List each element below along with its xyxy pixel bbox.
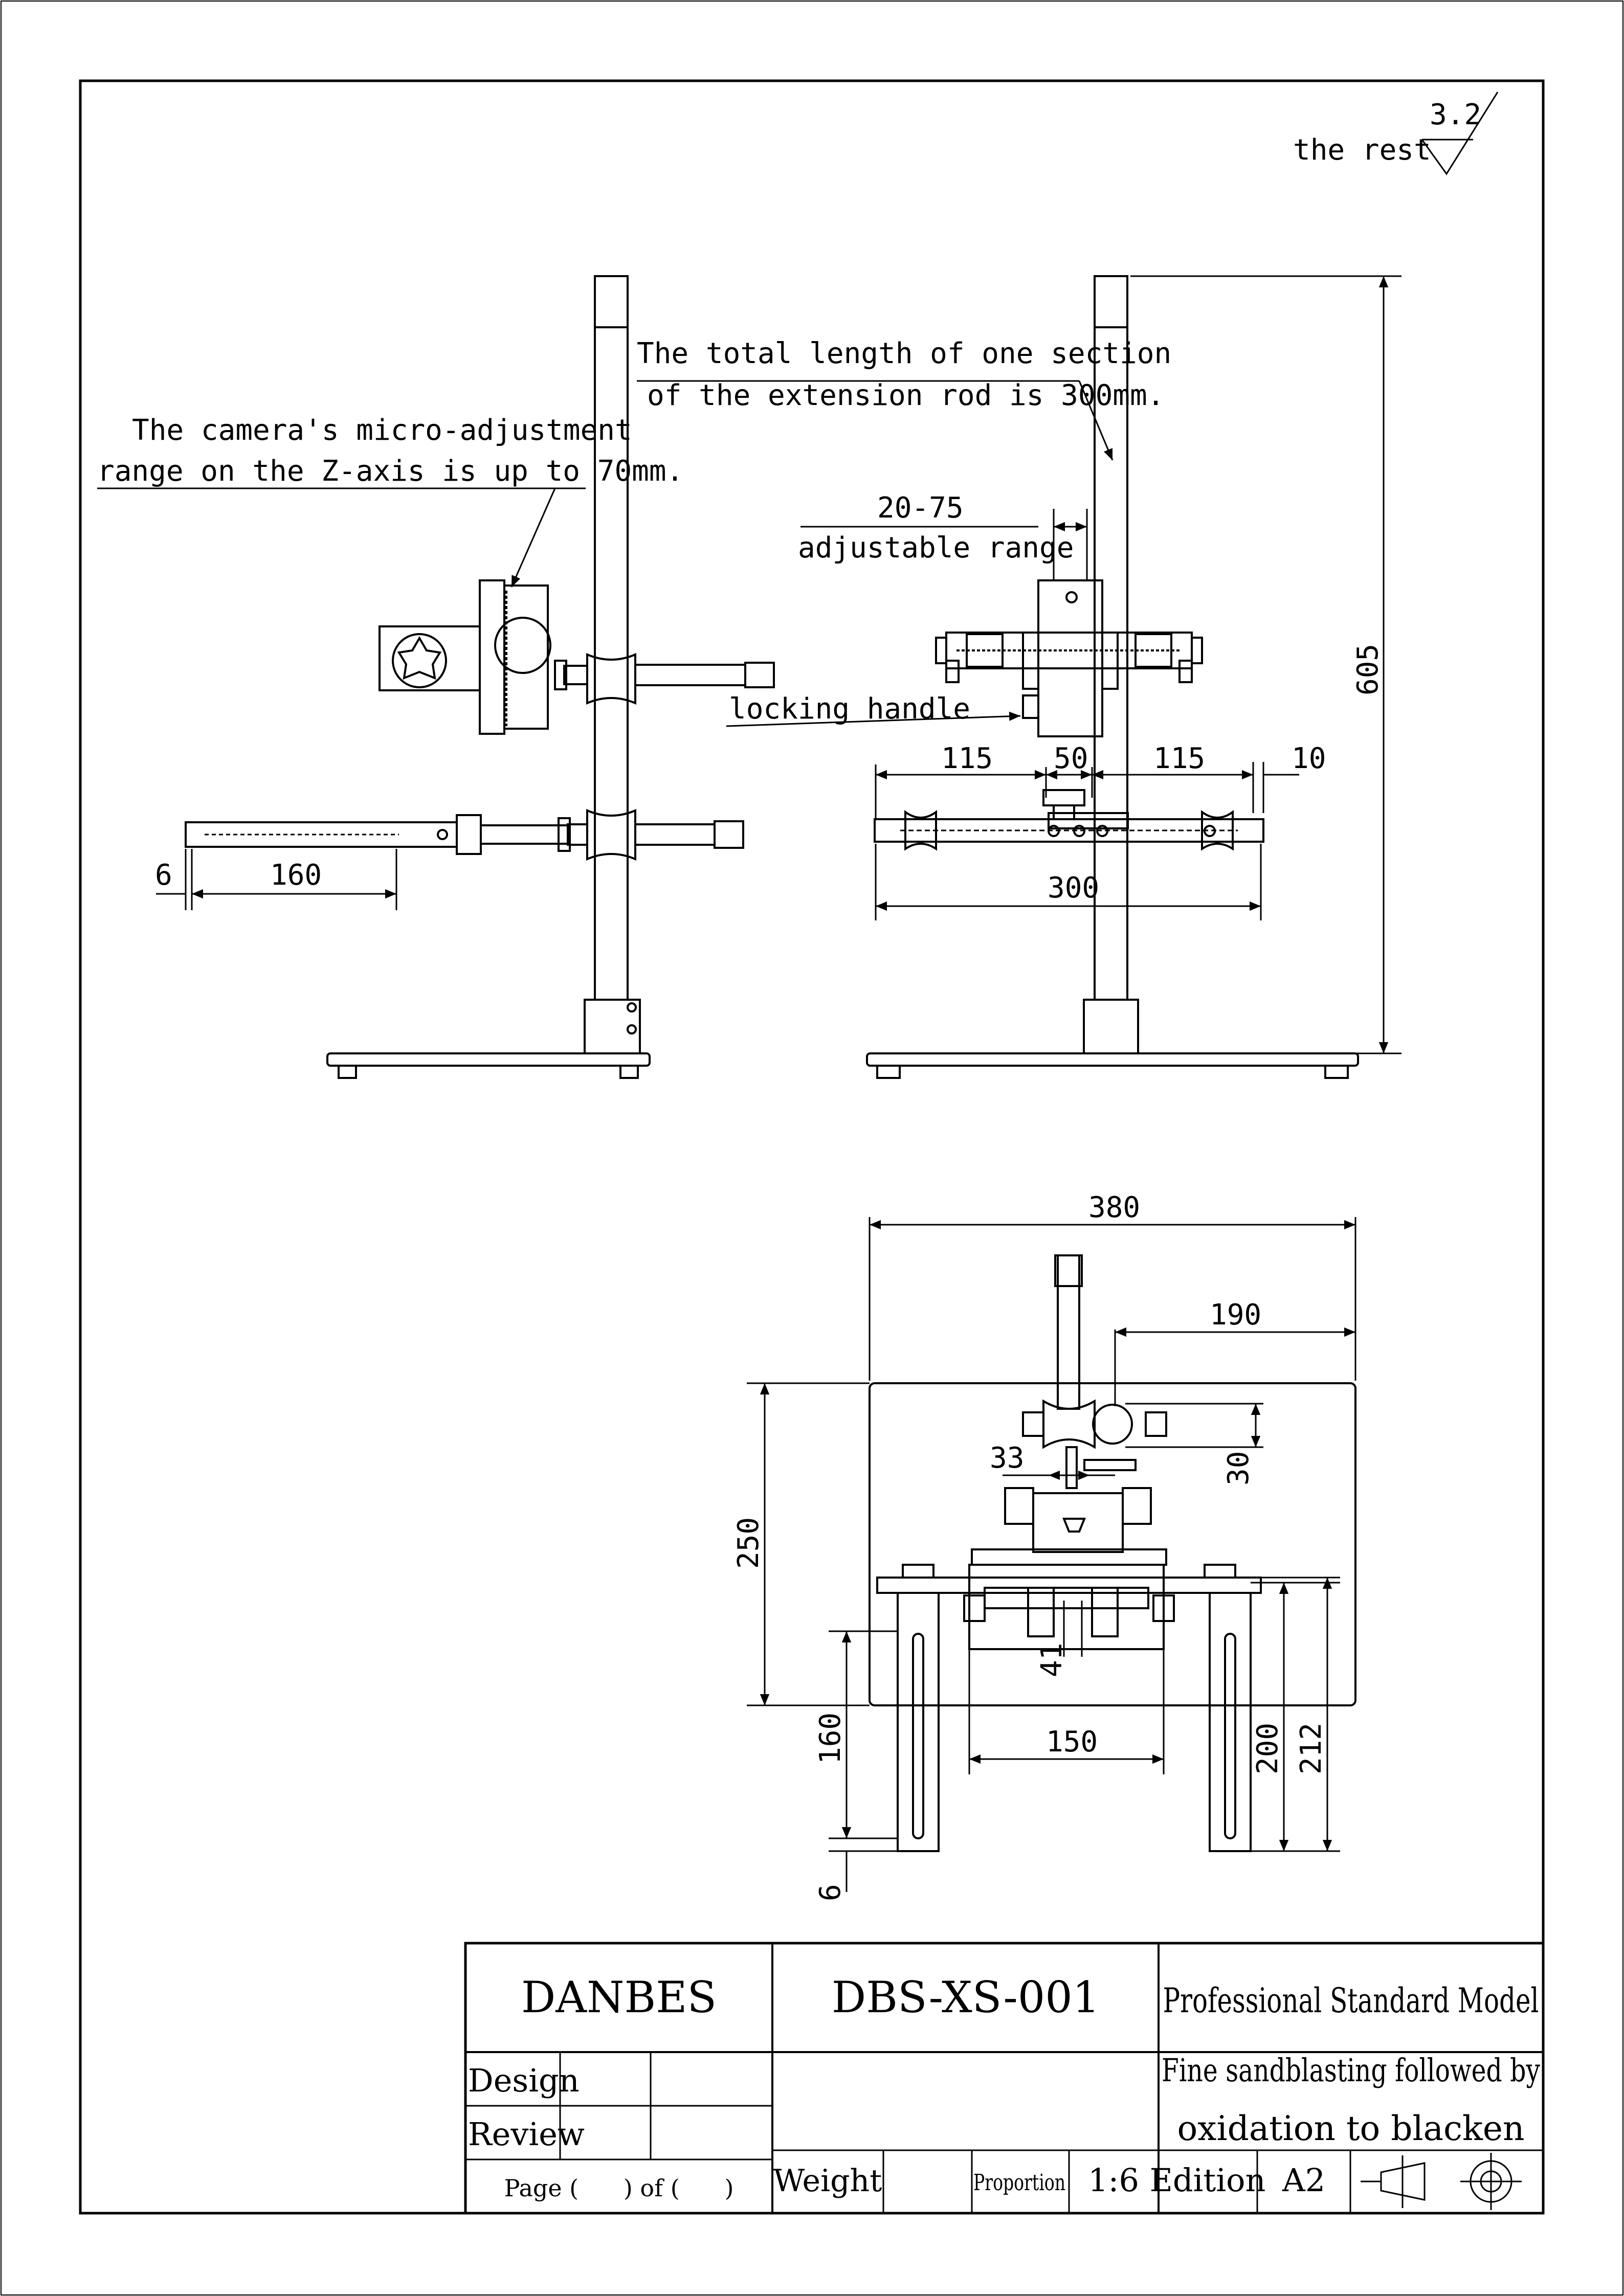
side-lower-cross-clamp: [586, 808, 636, 861]
side-column: [594, 275, 629, 1001]
finish-line2: oxidation to blacken: [1177, 2109, 1525, 2148]
side-base-plate: [326, 1052, 651, 1067]
top-column: [1057, 1254, 1080, 1410]
dim-top-190: 190: [1210, 1298, 1261, 1332]
front-column-holder: [1083, 999, 1139, 1054]
design-label: Design: [468, 2062, 580, 2099]
side-focus-knob: [494, 617, 551, 674]
side-base-foot-left: [338, 1065, 357, 1079]
roughness-value: 3.2: [1430, 98, 1481, 131]
company-name: DANBES: [521, 1972, 717, 2022]
page-label: Page ( ) of ( ): [504, 2174, 734, 2202]
front-z-head: [1037, 579, 1103, 737]
side-camera-ring-holder: [379, 625, 481, 691]
front-view: [866, 275, 1359, 1079]
dim-top-380: 380: [1088, 1191, 1140, 1224]
dim-top-41: 41: [1035, 1643, 1069, 1677]
dim-front-10: 10: [1292, 742, 1326, 775]
top-annotations: [747, 1217, 1356, 1892]
dim-top-160: 160: [814, 1713, 847, 1764]
top-cross-bar: [876, 1577, 1262, 1594]
dim-top-150: 150: [1046, 1725, 1098, 1759]
front-column: [1094, 275, 1128, 1001]
top-slide-right: [1209, 1592, 1252, 1852]
first-angle-projection-icon: [1361, 2153, 1522, 2210]
edition-label: Edition: [1150, 2162, 1266, 2199]
side-column-holder: [584, 999, 641, 1054]
dim-top-33: 33: [990, 1442, 1024, 1475]
dim-top-200: 200: [1251, 1723, 1284, 1774]
side-annotations: [97, 487, 586, 910]
proportion-label: Proportion: [973, 2170, 1065, 2196]
dim-top-6: 6: [814, 1884, 847, 1901]
side-view: [185, 275, 775, 1079]
front-base-plate: [866, 1052, 1359, 1067]
front-annotations: [637, 275, 1401, 1054]
extension-rod-note-line2: of the extension rod is 300mm.: [647, 379, 1164, 412]
dim-side-6: 6: [155, 859, 172, 892]
extension-rod-note-line1: The total length of one section: [637, 337, 1171, 370]
side-upper-cross-clamp: [586, 652, 636, 705]
camera-z-note-line2: range on the Z-axis is up to 70mm.: [97, 455, 683, 488]
finish-line1: Fine sandblasting followed by: [1162, 2052, 1540, 2089]
roughness-symbol: 3.2 the rest: [1293, 92, 1499, 175]
edition-value: A2: [1282, 2162, 1325, 2199]
title-block: [464, 1942, 1545, 2215]
camera-z-note-line1: The camera's micro-adjustment: [132, 414, 632, 447]
dim-top-30: 30: [1222, 1451, 1255, 1485]
weight-label: Weight: [773, 2163, 882, 2199]
roughness-label: the rest: [1293, 133, 1431, 167]
dim-front-50: 50: [1054, 742, 1088, 775]
dim-front-605: 605: [1351, 644, 1385, 695]
model-name: Professional Standard Model: [1163, 1981, 1539, 2020]
model-code: DBS-XS-001: [832, 1972, 1100, 2022]
side-camera-bracket: [479, 579, 505, 735]
top-slide-left: [897, 1592, 940, 1852]
adjustable-range-value: 20-75: [877, 491, 964, 525]
top-upper-cross-clamp: [1042, 1399, 1096, 1449]
dim-front-115-left: 115: [941, 742, 993, 775]
side-slide-bar: [185, 821, 458, 848]
side-base-foot-right: [619, 1065, 639, 1079]
dim-front-115-right: 115: [1153, 742, 1205, 775]
dim-top-212: 212: [1295, 1723, 1328, 1774]
proportion-value: 1:6: [1088, 2162, 1139, 2199]
dim-front-300: 300: [1048, 871, 1099, 905]
top-base-plate: [869, 1382, 1356, 1706]
dim-side-160: 160: [270, 859, 322, 892]
adjustable-range-label: adjustable range: [798, 531, 1074, 565]
locking-handle-label: locking handle: [729, 692, 970, 726]
top-view: [869, 1254, 1356, 1852]
review-label: Review: [468, 2115, 585, 2153]
dim-top-250: 250: [732, 1517, 765, 1569]
